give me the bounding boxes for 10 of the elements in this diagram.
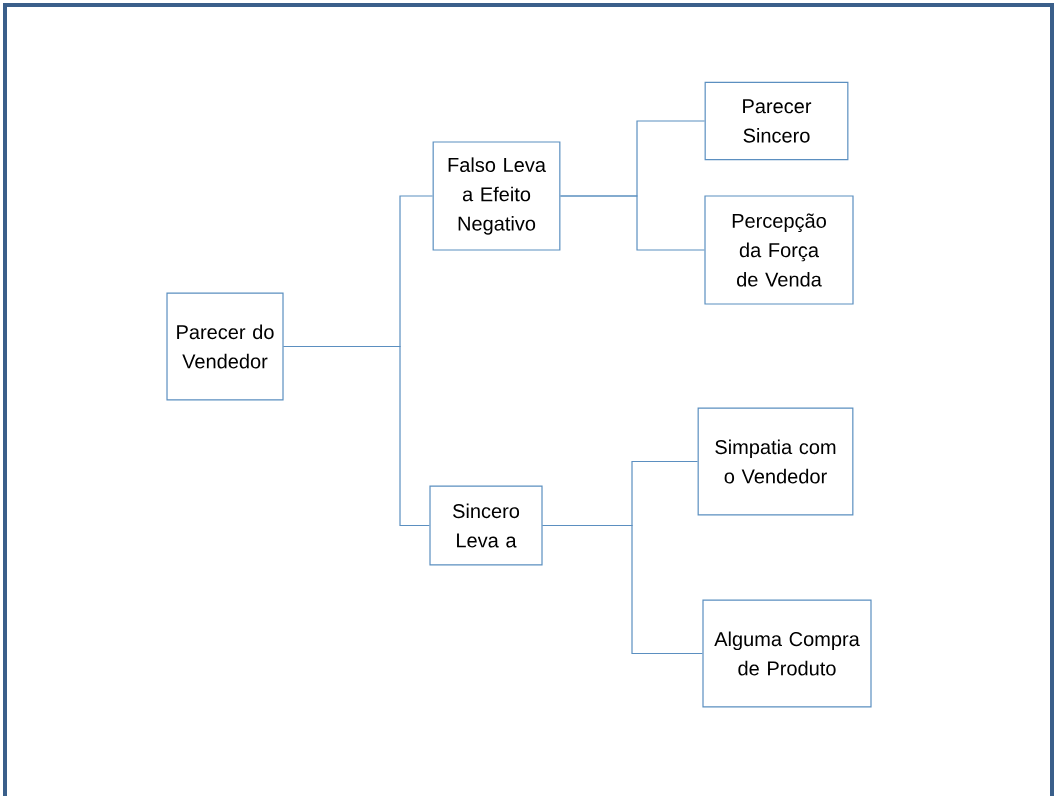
text-box: Sincero Leva a [429, 485, 543, 566]
connector-line [542, 524, 703, 655]
text-box: Parecer do Vendedor [166, 292, 284, 401]
text-box: Percepção da Força de Venda [704, 195, 854, 305]
text-box: Parecer Sincero [704, 81, 849, 161]
text-box: Simpatia com o Vendedor [697, 407, 854, 516]
connector-line [283, 345, 430, 527]
connector-line [559, 195, 705, 251]
text-box: Alguma Compra de Produto [702, 599, 872, 708]
text-box: Falso Leva a Efeito Negativo [432, 141, 561, 251]
